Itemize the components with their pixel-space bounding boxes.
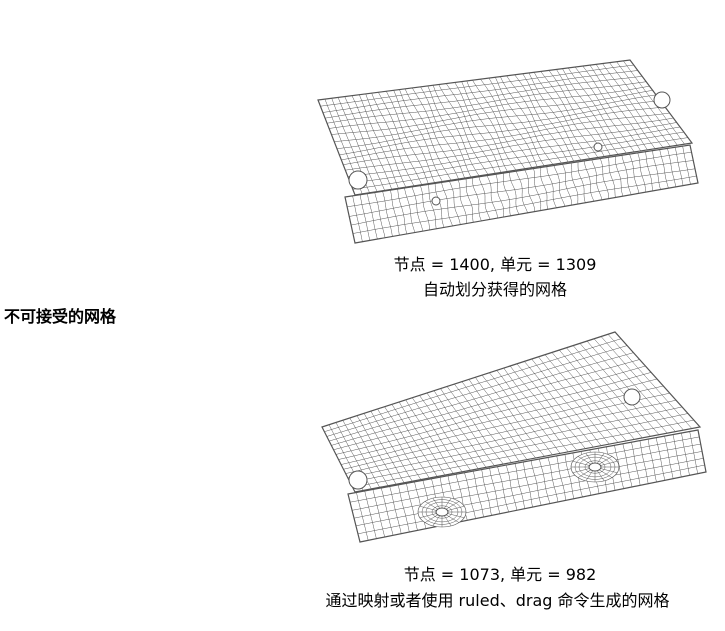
auto-mesh-figure: [300, 55, 710, 250]
auto-mesh-upper-surface: [317, 59, 694, 196]
auto-mesh-plate: [317, 59, 699, 244]
mapped-mesh-plate: [321, 331, 707, 543]
notch-left-icon: [348, 170, 368, 190]
mapped-hole-left-icon: [417, 496, 467, 528]
auto-mesh-lower-flange: [344, 144, 699, 244]
auto-mesh-description-caption: 自动划分获得的网格: [422, 280, 567, 299]
notch-left-icon: [348, 470, 368, 490]
notch-right-icon: [653, 91, 671, 109]
mapped-mesh-description-caption: 通过映射或者使用 ruled、drag 命令生成的网格: [325, 591, 670, 610]
hole-right-icon: [593, 142, 603, 152]
notch-right-icon: [623, 388, 641, 406]
hole-left-icon: [431, 196, 441, 206]
mapped-mesh-stats-caption: 节点 = 1073, 单元 = 982: [403, 565, 597, 584]
auto-mesh-stats-caption: 节点 = 1400, 单元 = 1309: [393, 255, 597, 274]
mapped-mesh-upper-surface: [321, 331, 702, 493]
mapped-hole-right-icon: [570, 451, 620, 483]
mapped-mesh-figure: [310, 322, 715, 550]
section-heading: 不可接受的网格: [4, 307, 117, 326]
